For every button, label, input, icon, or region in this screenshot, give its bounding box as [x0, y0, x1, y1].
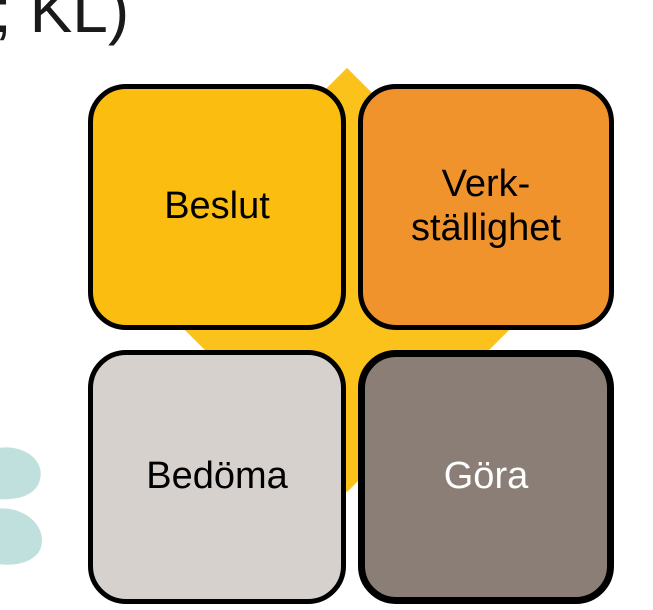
cell-beslut: Beslut: [88, 84, 346, 330]
slide-title: ; KL): [0, 0, 130, 46]
cell-gora-label: Göra: [443, 455, 529, 498]
cell-verkstallighet-label: Verk- ställighet: [411, 163, 561, 249]
cell-gora: Göra: [358, 350, 614, 604]
decorative-leaf-shape: [0, 447, 42, 565]
cell-bedoma: Bedöma: [88, 350, 346, 604]
cell-verkstallighet: Verk- ställighet: [358, 84, 614, 330]
cell-bedoma-label: Bedöma: [146, 455, 288, 498]
cell-beslut-label: Beslut: [164, 185, 270, 228]
